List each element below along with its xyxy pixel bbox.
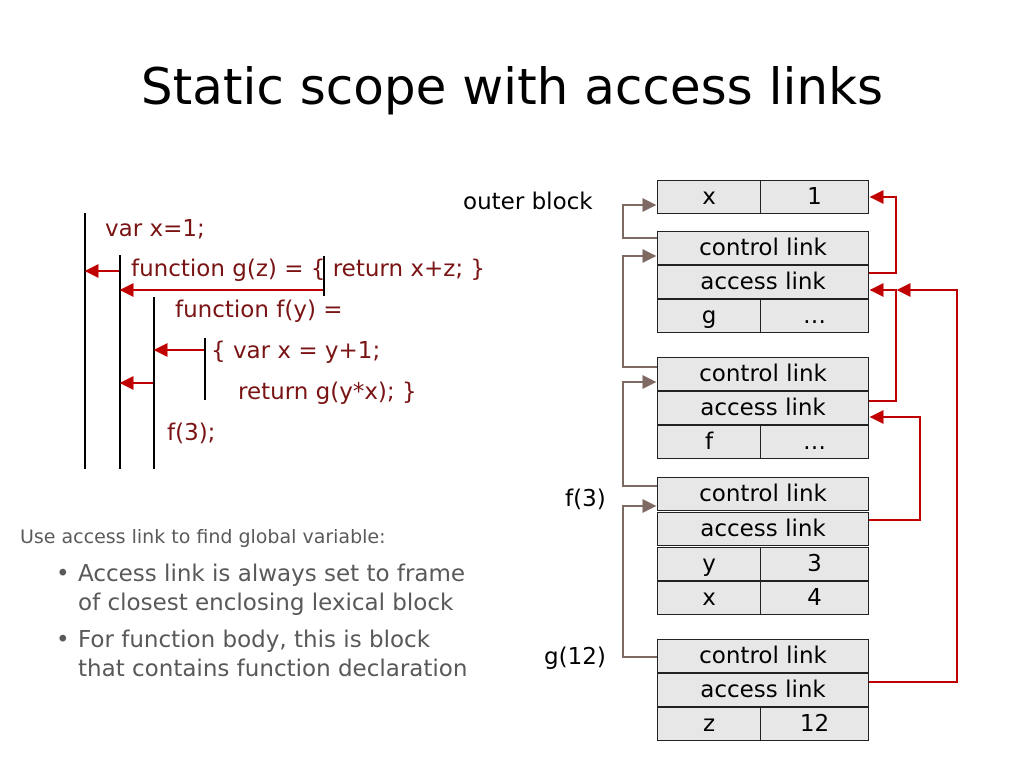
var-name: z <box>658 708 761 740</box>
frame-row-z: z 12 <box>657 707 869 741</box>
slide-title: Static scope with access links <box>140 58 884 116</box>
scope-bar-g-body <box>323 256 325 296</box>
bullet-2-text: For function body, this is block that co… <box>78 626 508 684</box>
control-g-call-to-f-call <box>622 499 657 658</box>
var-name: f <box>658 426 761 458</box>
control-link-arrows <box>622 198 657 658</box>
g-call-label: g(12) <box>544 644 606 670</box>
var-name: x <box>658 582 761 614</box>
access-link-cell: access link <box>657 512 869 546</box>
notes-heading: Use access link to find global variable: <box>20 526 386 548</box>
access-link-cell: access link <box>657 391 869 425</box>
var-value: 1 <box>807 184 822 210</box>
access-f-call-to-f-decl <box>869 410 921 521</box>
var-name: g <box>658 300 761 332</box>
control-g-decl-to-outer <box>622 198 657 239</box>
code-scope-arrows <box>84 264 323 390</box>
scope-bar-outer <box>84 213 86 469</box>
scope-bar-f-body <box>204 338 206 400</box>
access-link-cell: access link <box>657 265 869 299</box>
frame-row-x: x 4 <box>657 581 869 615</box>
access-g-call-to-g-decl <box>869 283 958 683</box>
var-value: 3 <box>807 551 822 577</box>
bullet-1-text: Access link is always set to frame of cl… <box>78 560 508 618</box>
var-value: 12 <box>799 711 830 737</box>
code-line-5: return g(y*x); } <box>238 379 417 405</box>
code-line-3: function f(y) = <box>175 297 343 323</box>
bullet-dot-icon: • <box>56 627 70 653</box>
frame-row-x: x 1 <box>657 180 869 214</box>
code-line-4: { var x = y+1; <box>211 338 381 364</box>
control-link-cell: control link <box>657 357 869 391</box>
frame-row-g: g … <box>657 299 869 333</box>
bullet-2-line-2: that contains function declaration <box>78 656 468 682</box>
var-name: y <box>658 548 761 580</box>
frame-row-y: y 3 <box>657 547 869 581</box>
var-name: x <box>658 181 761 213</box>
control-link-cell: control link <box>657 639 869 673</box>
var-value: 4 <box>807 585 822 611</box>
control-f-decl-to-g-decl <box>622 249 657 368</box>
bullet-2-line-1: For function body, this is block <box>78 627 431 653</box>
control-link-cell: control link <box>657 477 869 511</box>
scope-bar-g <box>119 255 121 469</box>
control-link-cell: control link <box>657 231 869 265</box>
access-g-decl-to-outer <box>869 190 897 274</box>
bullet-dot-icon: • <box>56 561 70 587</box>
control-f-call-to-f-decl <box>622 375 657 487</box>
bullet-1-line-2: of closest enclosing lexical block <box>78 590 454 616</box>
scope-bar-f <box>153 297 155 469</box>
code-line-2: function g(z) = { return x+z; } <box>131 256 486 282</box>
access-link-cell: access link <box>657 673 869 707</box>
frame-row-f: f … <box>657 425 869 459</box>
f-call-label: f(3) <box>565 486 606 512</box>
access-link-arrows <box>869 190 958 683</box>
code-line-1: var x=1; <box>105 216 205 242</box>
bullet-1-line-1: Access link is always set to frame <box>78 561 466 587</box>
var-value: … <box>803 303 826 329</box>
access-f-decl-to-g-decl <box>869 283 897 402</box>
outer-block-label: outer block <box>463 189 593 215</box>
code-line-6: f(3); <box>167 420 216 446</box>
var-value: … <box>803 429 826 455</box>
